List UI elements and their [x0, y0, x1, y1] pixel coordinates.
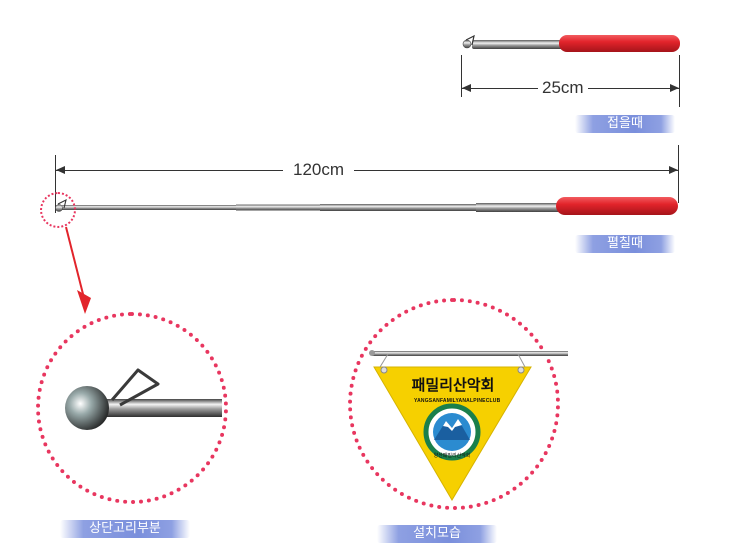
extended-badge: 펼칠때	[575, 235, 675, 253]
extended-dim-tick-right	[678, 145, 679, 203]
folded-dim-arrow-right	[670, 84, 679, 92]
extended-section: 120cm 펼칠때	[0, 140, 730, 260]
folded-dim-tick-left	[461, 55, 462, 97]
folded-dim-tick-right	[679, 55, 680, 107]
tip-highlight-circle	[40, 192, 76, 228]
folded-section: 25cm 접을때	[0, 0, 730, 140]
hook-zoom-circle	[36, 312, 228, 504]
extended-dim-tick-left	[55, 155, 56, 213]
extended-dim-arrow-left	[56, 166, 65, 174]
pennant-sub-text: 양산패밀리산악회	[433, 453, 471, 459]
extended-length-label: 120cm	[283, 160, 355, 180]
installed-badge: 설치모습	[377, 525, 497, 543]
pennant-club-text: YANGSANFAMILYANALPINECLUB	[414, 398, 501, 404]
folded-pointer	[462, 34, 680, 52]
extended-dim-arrow-right	[669, 166, 678, 174]
top-hook-badge: 상단고리부분	[60, 520, 190, 538]
install-zoom-circle	[348, 298, 560, 510]
extended-dim-line	[55, 170, 678, 171]
folded-badge: 접을때	[575, 115, 675, 133]
folded-length-label: 25cm	[538, 78, 588, 98]
pennant-title: 패밀리산악회	[411, 376, 495, 394]
folded-dim-arrow-left	[462, 84, 471, 92]
